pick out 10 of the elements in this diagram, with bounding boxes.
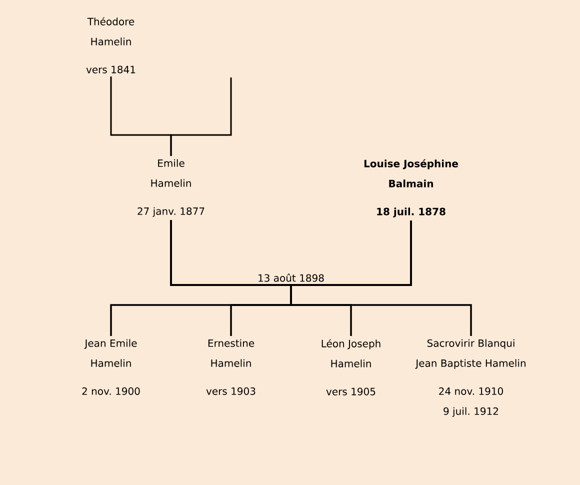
person-entry: Sacrovirir Blanqui Jean Baptiste Hamelin 24 nov. 1910 9 juil. 1912 xyxy=(415,339,526,417)
connector-line xyxy=(290,220,472,336)
person-entry: Léon Joseph Hamelin vers 1905 xyxy=(322,339,380,396)
person-entry: Louise Joséphine Balmain 18 juil. 1878 xyxy=(364,159,458,218)
connector-line xyxy=(170,78,232,156)
person-entry: Théodore Hamelin vers 1841 xyxy=(86,17,136,74)
person-entry: Jean Emile Hamelin 2 nov. 1900 xyxy=(82,339,140,395)
person-entry: Emile Hamelin 27 janv. 1877 xyxy=(138,159,204,217)
edge-label: 13 août 1898 xyxy=(255,272,327,284)
person-entry: Ernestine Hamelin vers 1903 xyxy=(206,339,256,395)
